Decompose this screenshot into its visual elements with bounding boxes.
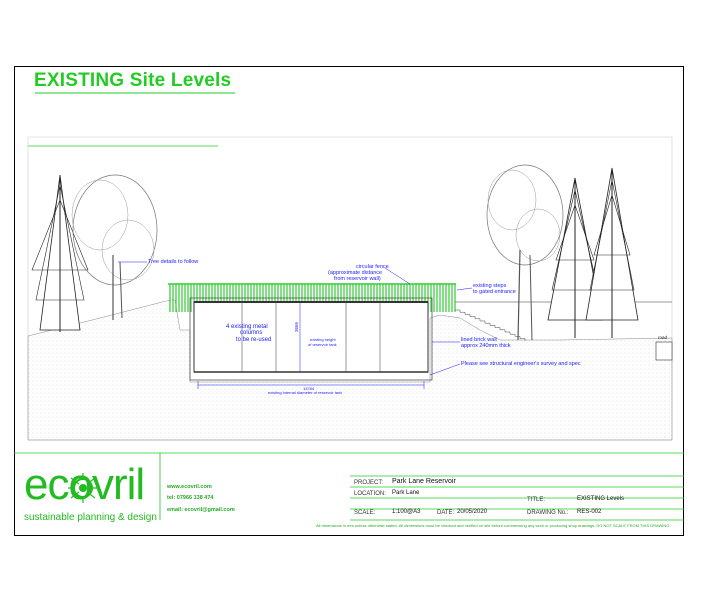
scale-value: 1:100@A3 [392, 509, 421, 515]
step [475, 318, 481, 321]
step [470, 316, 476, 319]
telephone: tel: 07966 138 474 [167, 495, 214, 501]
fence-distance-label: (approximate distance [328, 270, 382, 276]
existing-steps [455, 309, 526, 341]
height-label-1: existing height [310, 337, 336, 342]
road-label: road [658, 335, 668, 340]
steps-label: existing steps [473, 283, 507, 289]
conifer-tree-right-1 [547, 177, 603, 338]
brick-wall [189, 297, 433, 381]
drawing-number-label: DRAWING No.: [527, 510, 569, 516]
step [520, 338, 526, 341]
location-label: LOCATION: [354, 491, 386, 497]
title-value: EXISTING Levels [577, 496, 625, 502]
columns-label-3: to be re-used [236, 337, 271, 343]
website-link[interactable]: www.ecovril.com [167, 484, 212, 490]
step [505, 331, 511, 335]
columns-label-1: 4 existing metal [226, 324, 268, 330]
ecovril-logo: ecovril [24, 460, 145, 509]
brick-wall-label-1: lined brick wall [461, 337, 497, 343]
location-value: Park Lane [392, 490, 420, 496]
date-value: 20/05/2020 [457, 509, 488, 515]
tree-details-label: Tree details to follow [148, 259, 198, 265]
structural-note: Please see structural engineer's survey … [461, 361, 581, 367]
conifer-tree-left [31, 174, 89, 332]
ecovril-swirl-icon [68, 473, 98, 503]
project-value: Park Lane Reservoir [392, 478, 456, 485]
title-block-grid [14, 452, 684, 521]
reservoir-tank [193, 301, 429, 373]
height-value: 3666 [294, 321, 299, 332]
step [480, 320, 486, 324]
step [455, 309, 461, 313]
conifer-tree-right-2 [585, 167, 639, 338]
diameter-value: 13784 [303, 386, 315, 391]
diameter-label: existing internal diameter of reservoir … [268, 390, 342, 395]
road-section [655, 341, 673, 361]
gated-entrance-label: to gated entrance [473, 289, 516, 295]
fence-label: circular fence [356, 264, 389, 270]
scale-label: SCALE: [354, 510, 376, 516]
logo-tagline: sustainable planning & design [24, 512, 157, 523]
step [485, 322, 491, 326]
drawing-number-value: RES-002 [577, 509, 602, 515]
step [490, 325, 496, 328]
title-label: TITLE: [527, 497, 546, 503]
step [500, 329, 506, 332]
date-label: DATE: [437, 510, 455, 516]
step [515, 336, 521, 339]
columns-label-2: columns [240, 330, 262, 336]
height-label-2: of reservoir tank [308, 342, 337, 347]
drawing-title: EXISTING Site Levels [34, 70, 232, 91]
brick-wall-label-2: approx 240mm thick [461, 343, 511, 349]
step [460, 311, 466, 315]
footer-disclaimer: All dimensions in mm unless otherwise st… [316, 523, 670, 528]
step [495, 327, 501, 330]
step [510, 333, 516, 337]
deciduous-tree-left [71, 174, 158, 320]
project-label: PROJECT: [354, 480, 384, 486]
fence-distance-label-2: from reservoir wall) [334, 276, 381, 282]
deciduous-tree-right [486, 164, 564, 341]
step [465, 314, 471, 317]
email-link[interactable]: email: ecovril@gmail.com [167, 507, 235, 513]
